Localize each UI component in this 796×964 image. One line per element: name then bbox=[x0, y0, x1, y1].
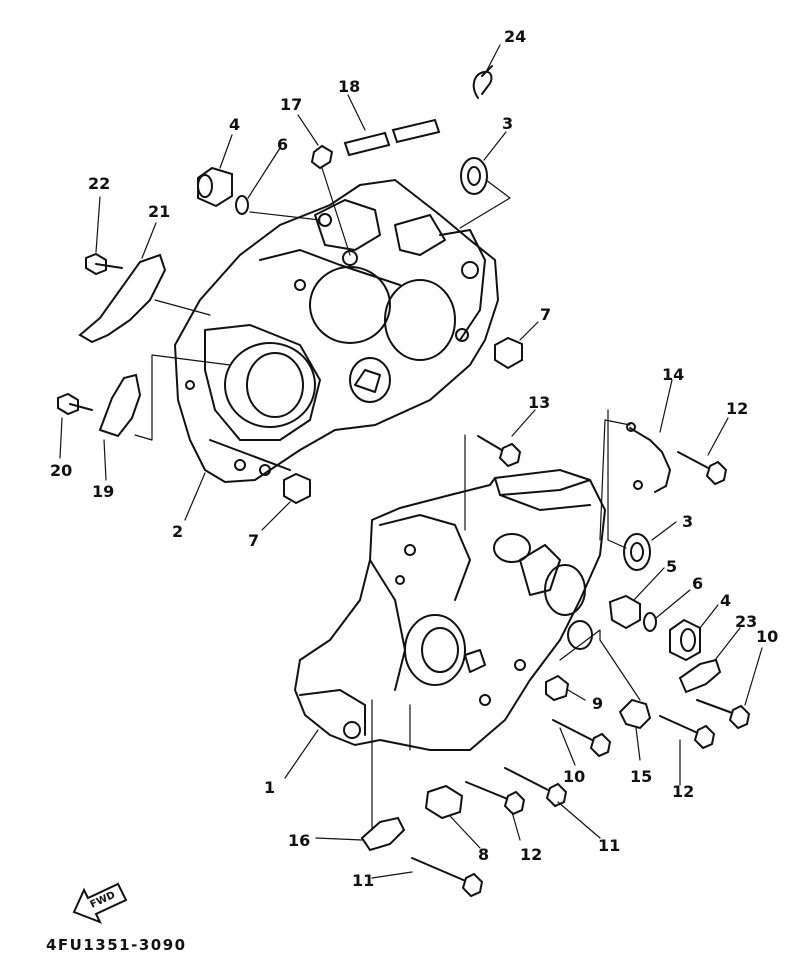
callout-3-lower: 3 bbox=[682, 512, 693, 531]
crankcase-right-half bbox=[293, 468, 607, 751]
dowel-pins-part-18 bbox=[343, 118, 441, 157]
bolt-part-13 bbox=[477, 435, 522, 468]
callout-numbers: 24 18 17 4 6 3 22 21 7 20 19 2 7 13 14 1… bbox=[50, 27, 778, 890]
stopper-part-19 bbox=[98, 373, 142, 438]
clip-part-15 bbox=[618, 698, 652, 730]
callout-19: 19 bbox=[92, 482, 114, 501]
callout-18: 18 bbox=[338, 77, 360, 96]
callout-21: 21 bbox=[148, 202, 170, 221]
bushing-part-7-upper bbox=[494, 336, 523, 370]
bolt-part-11-right bbox=[504, 767, 568, 808]
collar-part-5 bbox=[608, 594, 641, 630]
callout-5: 5 bbox=[666, 557, 677, 576]
damper-part-8 bbox=[424, 784, 464, 820]
bolt-part-11-bottom bbox=[411, 857, 484, 898]
callout-11-right: 11 bbox=[598, 836, 620, 855]
callout-12-upper: 12 bbox=[726, 399, 748, 418]
bolt-part-12-lower bbox=[465, 781, 526, 816]
bracket-part-16 bbox=[360, 816, 406, 852]
callout-6-top: 6 bbox=[277, 135, 288, 154]
screw-part-22 bbox=[85, 252, 123, 276]
callout-11-bottom: 11 bbox=[352, 871, 374, 890]
callout-9: 9 bbox=[592, 694, 603, 713]
callout-15: 15 bbox=[630, 767, 652, 786]
callout-6-lower: 6 bbox=[692, 574, 703, 593]
oil-seal-part-3-lower bbox=[623, 533, 651, 571]
callout-12-middle: 12 bbox=[672, 782, 694, 801]
bolt-part-12-middle bbox=[659, 715, 716, 750]
callout-17: 17 bbox=[280, 95, 302, 114]
bolt-part-10-right bbox=[696, 699, 751, 730]
plate-part-21 bbox=[78, 253, 167, 344]
bolt-part-12-upper bbox=[677, 451, 728, 486]
leader-lines bbox=[59, 44, 763, 879]
callout-3-top: 3 bbox=[502, 114, 513, 133]
fitting-part-17 bbox=[310, 144, 334, 170]
bushing-part-7-lower bbox=[283, 472, 311, 505]
callout-12-lower: 12 bbox=[520, 845, 542, 864]
fwd-arrow-icon: FWD bbox=[72, 882, 128, 924]
callout-8: 8 bbox=[478, 845, 489, 864]
bearing-part-4-top bbox=[197, 166, 233, 208]
callout-24: 24 bbox=[504, 27, 526, 46]
callout-4-lower: 4 bbox=[720, 591, 731, 610]
oil-seal-part-3-top bbox=[460, 157, 488, 195]
screw-part-20 bbox=[57, 392, 93, 416]
callout-2: 2 bbox=[172, 522, 183, 541]
bracket-part-23 bbox=[678, 658, 722, 694]
callout-23: 23 bbox=[735, 612, 757, 631]
callout-4-top: 4 bbox=[229, 115, 240, 134]
o-ring-part-6-top bbox=[235, 195, 249, 215]
callout-7-lower: 7 bbox=[248, 531, 259, 550]
bolt-part-10-center bbox=[552, 719, 612, 758]
bearing-part-4-lower bbox=[669, 618, 701, 662]
switch-bracket-part-14 bbox=[626, 422, 671, 493]
callout-10-center: 10 bbox=[563, 767, 585, 786]
catalog-code: 4FU1351-3090 bbox=[46, 936, 187, 954]
cap-part-9 bbox=[545, 674, 570, 702]
crankcase-left-half bbox=[173, 178, 500, 484]
callout-1: 1 bbox=[264, 778, 275, 797]
clip-part-24 bbox=[472, 65, 493, 99]
callout-14: 14 bbox=[662, 365, 684, 384]
callout-7-upper: 7 bbox=[540, 305, 551, 324]
callout-10-right: 10 bbox=[756, 627, 778, 646]
callout-16: 16 bbox=[288, 831, 310, 850]
callout-22: 22 bbox=[88, 174, 110, 193]
o-ring-part-6-lower bbox=[643, 612, 657, 632]
callout-13: 13 bbox=[528, 393, 550, 412]
callout-20: 20 bbox=[50, 461, 72, 480]
